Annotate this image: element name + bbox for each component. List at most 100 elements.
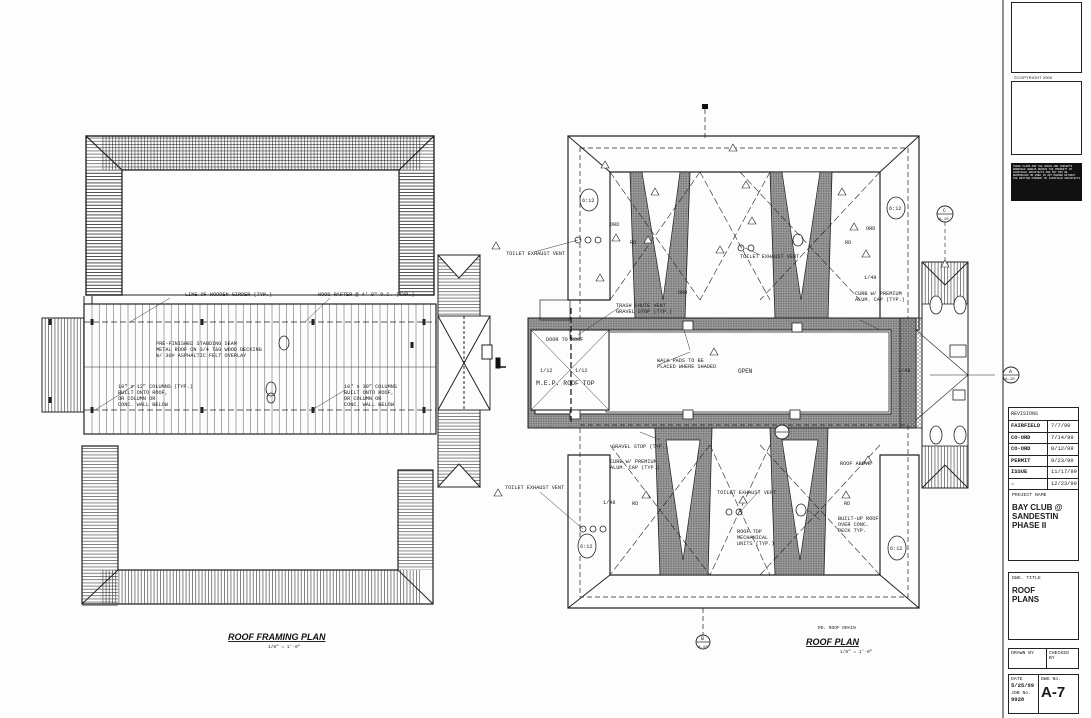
- note-columns-1c: OR COLUMN OR: [118, 396, 155, 402]
- seal-box-1: [1011, 2, 1082, 73]
- drawn-by-caption: DRAWN BY: [1009, 649, 1047, 668]
- revision-delta-icon: [741, 180, 751, 189]
- note-pitch-2: 6:12: [889, 206, 901, 212]
- framing-middle-slab: [41, 296, 437, 435]
- revision-delta-icon: [643, 235, 653, 244]
- section-marker-top: [702, 104, 708, 138]
- revision-delta-icon: [491, 241, 501, 250]
- column-mark: [422, 319, 426, 325]
- note-trash-chute: TRASH CHUTE VENT: [616, 303, 666, 309]
- checked-by-caption: CHECKED BY: [1048, 651, 1070, 661]
- note-ord-3: ORD: [866, 226, 875, 232]
- note-pitch-1: 6:12: [582, 198, 594, 204]
- note-toilet-vent-4: TOILET EXHAUST VENT: [717, 490, 776, 496]
- section-marker-bottom: [695, 608, 711, 650]
- roof-plan-labels: TOILET EXHAUST VENT TOILET EXHAUST VENT …: [505, 198, 1015, 655]
- marker-a-letter: A: [1009, 369, 1012, 375]
- note-roof-1: PRE-FINISHED STANDING SEAM: [156, 341, 237, 347]
- column-mark: [200, 319, 204, 325]
- note-open: OPEN: [738, 368, 753, 375]
- seal-box-2: [1011, 81, 1082, 155]
- framing-bottom-wing: [81, 445, 434, 606]
- note-pitch-3: 6:12: [580, 544, 592, 550]
- note-slope-1: 1/12: [540, 368, 552, 374]
- note-slope-3: 1/48: [898, 368, 910, 374]
- section-marker-center: [774, 424, 790, 440]
- note-curb-2b: ALUM. CAP (TYP.): [610, 465, 660, 471]
- note-pitch-4: 6:12: [890, 546, 902, 552]
- note-roof-3: W/ 30# ASPHALTIC FELT OVERLAY: [156, 353, 247, 359]
- note-rd-1: RD: [630, 240, 636, 246]
- note-columns-2d: CONC. WALL BELOW: [344, 402, 395, 408]
- note-rd-3: RD: [632, 501, 638, 507]
- column-mark: [90, 407, 94, 413]
- section-marker-c: [936, 205, 954, 262]
- marker-c-ref: A-10: [939, 218, 949, 222]
- note-gravel-stop: GRAVEL STOP (TYP.): [612, 444, 668, 450]
- note-built-up-2: OVER CONC.: [838, 522, 869, 528]
- roof-framing-plan-scale: 1/8" = 1'-0": [268, 644, 301, 650]
- revision-delta-icon: [709, 347, 719, 356]
- revision-delta-icon: [863, 455, 873, 464]
- note-slope-5: 1/48: [864, 275, 876, 281]
- note-mep-roof-top: M.E.P. ROOF TOP: [536, 380, 595, 387]
- date-dwg-box: DATE 5/25/99 JOB No. 9928 DWG No. A-7: [1008, 674, 1079, 714]
- revision-delta-icon: [728, 143, 738, 152]
- note-columns-1b: BUILT ONTO ROOF,: [118, 390, 168, 396]
- dwg-no-value: A-7: [1041, 684, 1066, 701]
- note-slope-4: 1/48: [603, 500, 615, 506]
- marker-b-ref: A-10: [698, 646, 708, 650]
- marker-b-letter: B: [701, 636, 704, 642]
- note-columns-1d: CONC. WALL BELOW: [118, 402, 169, 408]
- note-roof-above: ROOF ABOVE: [840, 461, 871, 467]
- note-columns-1a: 10" x 12" COLUMNS (TYP.): [118, 384, 193, 390]
- note-rd-4: RD: [844, 501, 850, 507]
- roof-plan-scale: 1/8" = 1'-0": [840, 649, 873, 655]
- revision-delta-icon: [715, 245, 725, 254]
- note-toilet-vent-1: TOILET EXHAUST VENT: [506, 251, 565, 257]
- note-curb-1b: ALUM. CAP (TYP.): [855, 297, 905, 303]
- revision-delta-icon: [940, 259, 950, 268]
- revision-delta-icon: [861, 249, 871, 258]
- note-curb-2: CURB W/ PREMIUM: [610, 459, 657, 465]
- dwg-no-caption: DWG No.: [1041, 677, 1062, 682]
- framing-connector: [436, 254, 493, 488]
- note-rd-2: RD: [845, 240, 851, 246]
- note-rafter: WOOD RAFTER @ 4'-0" O.C. (TYP.): [318, 292, 415, 298]
- job-no-value: 9928: [1011, 696, 1025, 703]
- section-cut-left: [495, 357, 506, 369]
- note-gravel-stop-top: GRAVEL STOP (TYP.): [616, 309, 672, 315]
- revision-row: ⚠12/23/99: [1009, 478, 1078, 489]
- revisions-header: REVISIONS: [1009, 408, 1078, 421]
- note-walk-pads-1: WALK PADS TO BE: [657, 358, 704, 364]
- revision-delta-icon: [611, 233, 621, 242]
- note-curb-1: CURB W/ PREMIUM: [855, 291, 902, 297]
- revision-delta-icon: [641, 490, 651, 499]
- note-ord-2: ORD: [610, 222, 619, 228]
- revision-delta-icon: [849, 222, 859, 231]
- revision-delta-icon: [600, 160, 610, 169]
- note-mech-3: UNITS (TYP.): [737, 541, 774, 547]
- column-mark: [410, 342, 414, 348]
- marker-a-ref: A-10: [1005, 378, 1015, 382]
- note-mech-1: ROOF TOP: [737, 529, 762, 535]
- roof-plan: [527, 104, 1020, 650]
- date-caption: DATE: [1011, 677, 1023, 682]
- drawn-checked-box: DRAWN BY CHECKED BY: [1008, 648, 1079, 669]
- note-columns-2b: BUILT ONTO ROOF,: [344, 390, 394, 396]
- ownership-notice: THESE PLANS AND THE IDEAS AND CONCEPTS E…: [1011, 163, 1082, 201]
- roof-framing-plan-title: ROOF FRAMING PLAN: [228, 632, 326, 642]
- roof-framing-plan: [41, 135, 493, 606]
- column-mark: [311, 407, 315, 413]
- note-slope-2: 1/12: [575, 368, 587, 374]
- column-mark: [311, 319, 315, 325]
- project-name-box: PROJECT NAME BAY CLUB @ SANDESTIN PHASE …: [1008, 489, 1079, 561]
- roof-drain-legend: RD. ROOF DRAIN: [818, 625, 856, 631]
- note-ord-1: ORD: [678, 290, 687, 296]
- column-mark: [90, 319, 94, 325]
